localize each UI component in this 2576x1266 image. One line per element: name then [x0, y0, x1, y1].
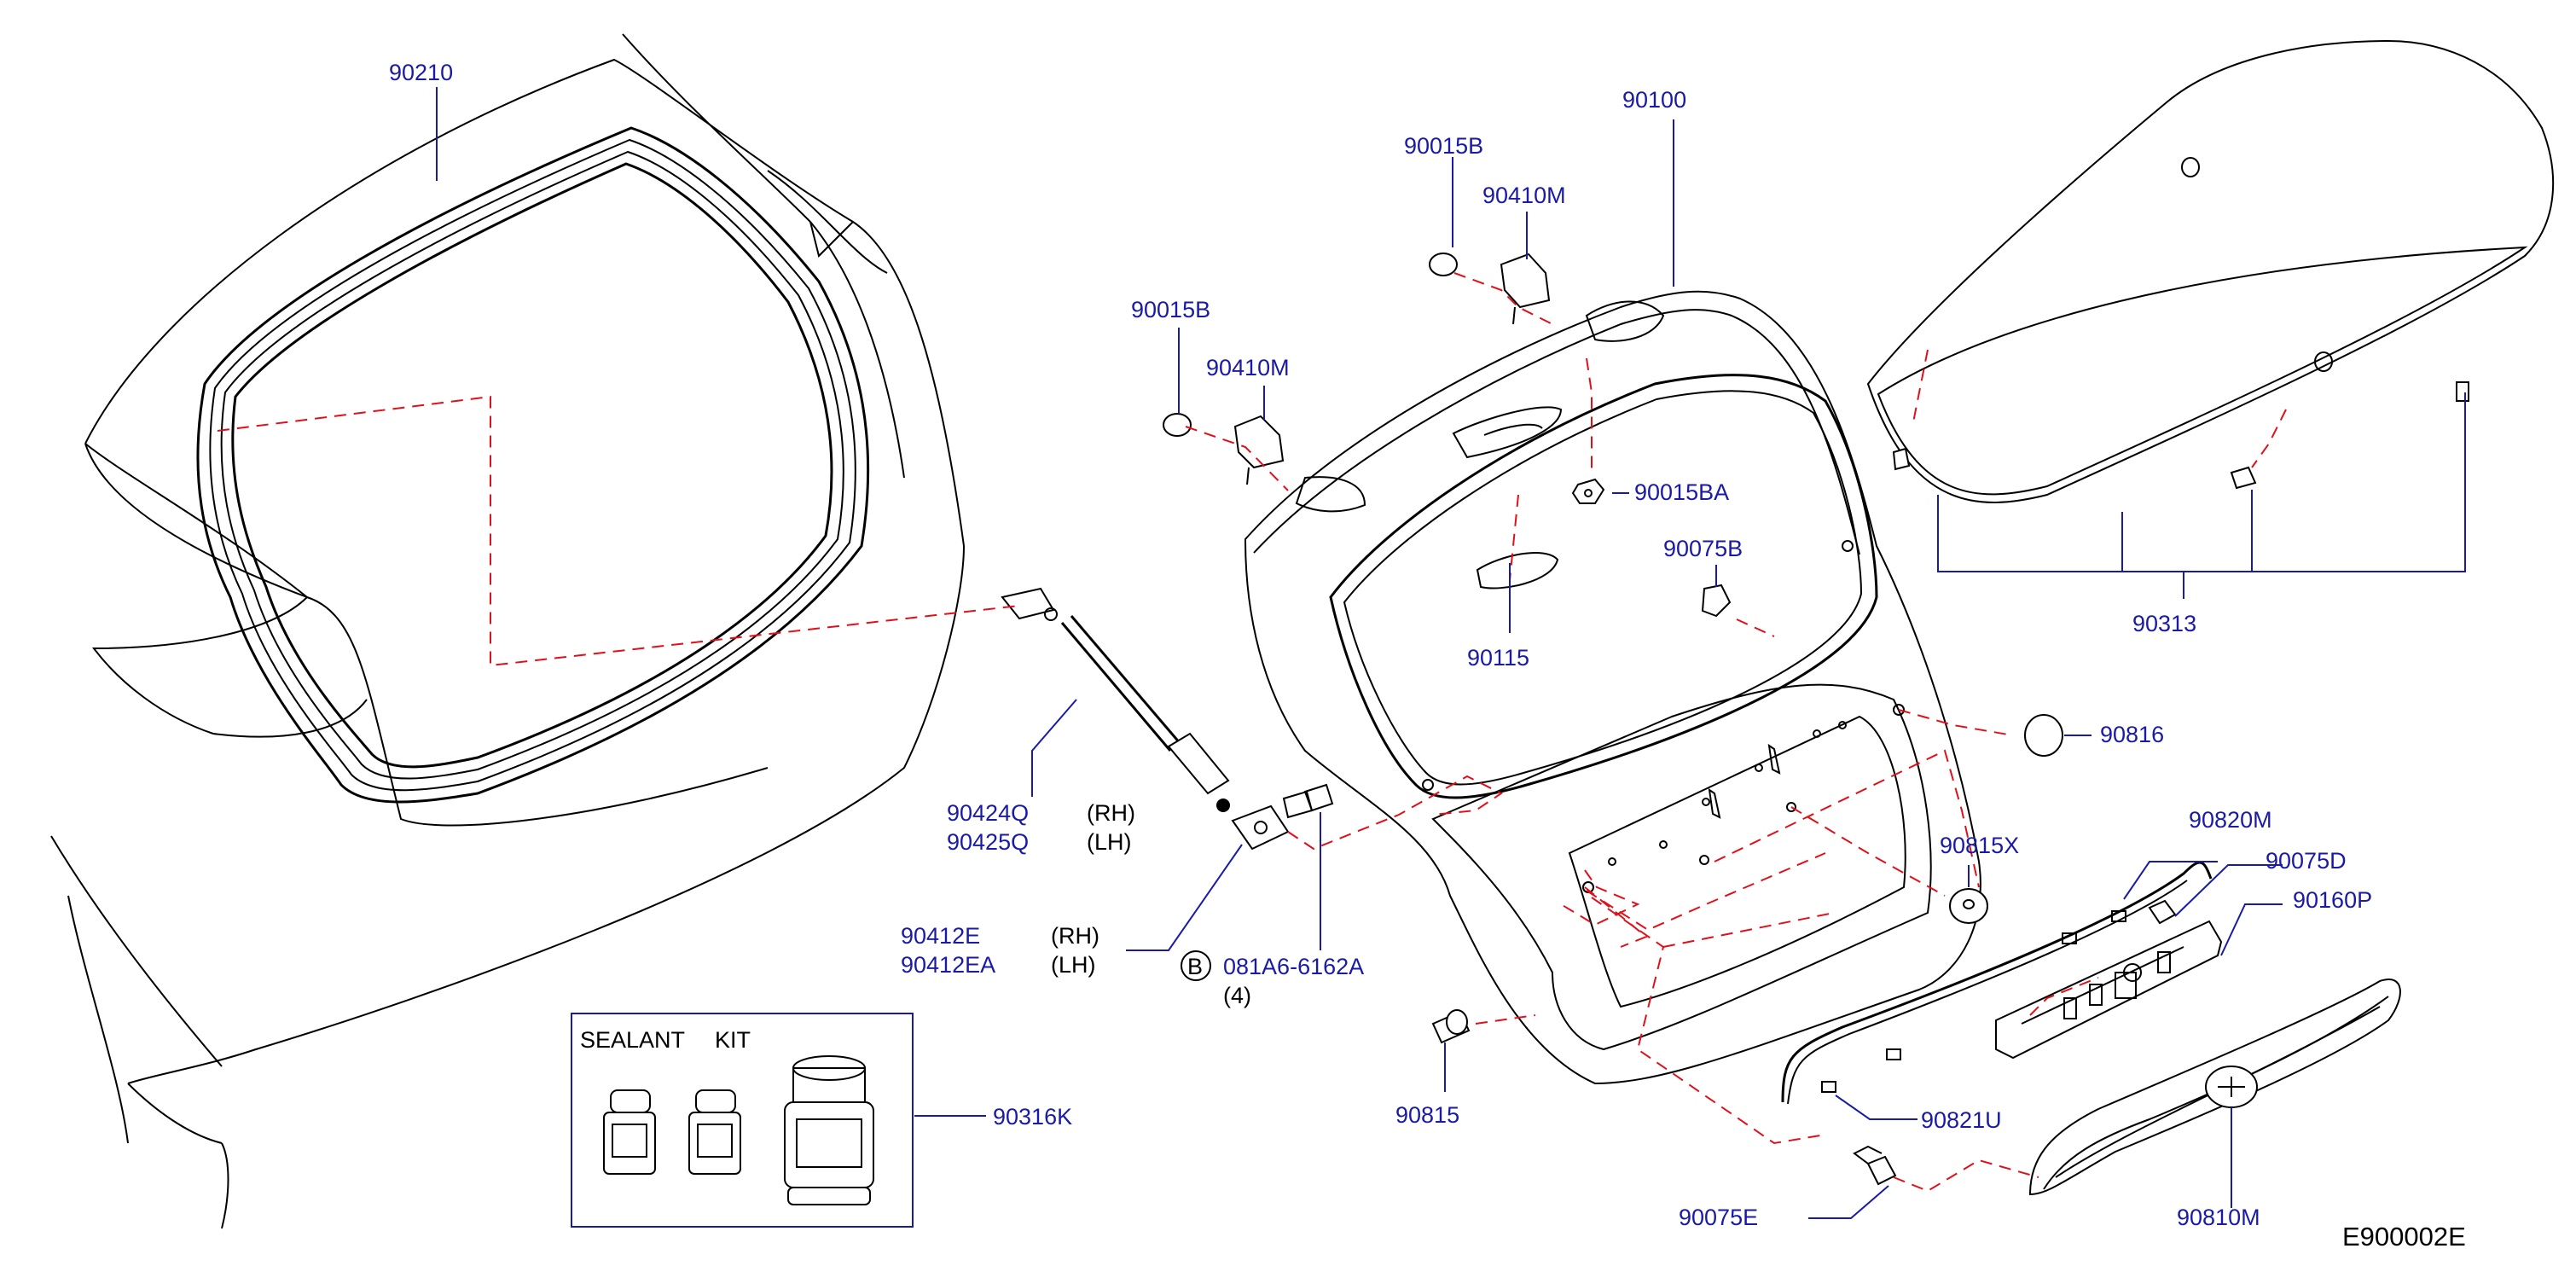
gas-strut-drawing [1001, 587, 1334, 851]
label-90015ba: 90015BA [1634, 479, 1729, 505]
kit-title-kit: KIT [715, 1027, 751, 1053]
label-90412ea: 90412EA [901, 952, 995, 978]
label-90816: 90816 [2100, 722, 2164, 747]
label-rh-90412e: (RH) [1051, 923, 1099, 949]
label-rh-90424q: (RH) [1087, 800, 1135, 826]
part-labels: 90210 90015B 90410M 90015B 90410M 90100 … [389, 60, 2372, 1230]
label-90015b-top: 90015B [1404, 133, 1483, 159]
bolt-marker-b: B [1187, 954, 1203, 979]
label-90075d: 90075D [2266, 848, 2347, 874]
label-90820m: 90820M [2189, 807, 2272, 833]
dashed-alignment-lines [217, 272, 2287, 1193]
back-glass-drawing [1866, 39, 2555, 503]
label-90075b: 90075B [1663, 536, 1743, 561]
label-lh-90425q: (LH) [1087, 829, 1132, 855]
sealant-kit-box: SEALANT KIT [571, 1013, 914, 1228]
label-90815x: 90815X [1940, 833, 2019, 858]
label-90316k: 90316K [993, 1104, 1072, 1130]
label-90210: 90210 [389, 60, 453, 85]
label-081a6-6162a: 081A6-6162A [1223, 954, 1364, 979]
diagram-code: E900002E [2342, 1222, 2466, 1251]
label-90410m-left: 90410M [1206, 355, 1290, 380]
clip-90075e-drawing [1853, 1145, 1897, 1186]
hinge-right-drawing [1429, 253, 1551, 325]
label-lh-90412ea: (LH) [1051, 952, 1096, 978]
leader-lines [436, 87, 2466, 1219]
plug-90816-drawing [2024, 714, 2063, 757]
bumper-90815-drawing [1431, 1009, 1471, 1044]
finisher-90810m-drawing [2028, 979, 2401, 1196]
label-90313: 90313 [2132, 611, 2196, 636]
label-90815: 90815 [1395, 1102, 1459, 1128]
label-90015b-left: 90015B [1131, 297, 1210, 322]
label-90821u: 90821U [1921, 1107, 2002, 1133]
bumper-90815x-drawing [1949, 888, 1988, 924]
label-90424q: 90424Q [947, 800, 1029, 826]
label-90115: 90115 [1467, 645, 1529, 671]
lock-bracket-90160p-drawing [1995, 920, 2223, 1060]
label-bolt-qty: (4) [1223, 983, 1251, 1008]
label-90410m-top: 90410M [1482, 183, 1566, 208]
label-90412e: 90412E [901, 923, 980, 949]
door-fasteners-drawing [1571, 478, 1732, 618]
label-90810m: 90810M [2177, 1205, 2260, 1230]
label-90160p: 90160P [2293, 887, 2372, 913]
clip-90075d-drawing [2148, 899, 2177, 925]
bolt-marker-circle [1181, 950, 1211, 981]
back-door-panel-drawing [1244, 290, 1981, 1085]
hinge-left-drawing [1163, 413, 1285, 485]
garnish-seal-drawing [1781, 861, 2213, 1105]
label-90075e: 90075E [1679, 1205, 1758, 1230]
kit-title-sealant: SEALANT [580, 1027, 685, 1053]
label-90100: 90100 [1622, 87, 1686, 113]
label-90425q: 90425Q [947, 829, 1029, 855]
vehicle-body-drawing [50, 33, 966, 1229]
